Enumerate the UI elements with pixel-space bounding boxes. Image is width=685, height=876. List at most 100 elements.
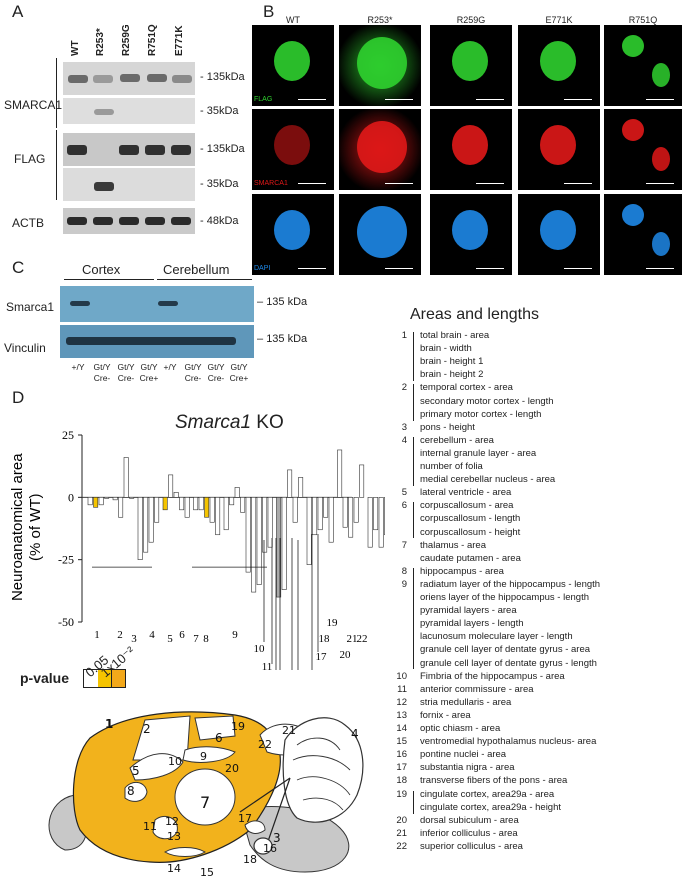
kda-label: - 35kDa	[200, 178, 239, 190]
brain-label: 12	[165, 815, 179, 828]
micrograph-0-3	[518, 25, 600, 106]
bar	[168, 474, 174, 498]
brain-label: 22	[258, 738, 272, 751]
area-bracket	[413, 790, 414, 814]
channel-label: SMARCA1	[254, 180, 288, 187]
condition-label: WT	[286, 15, 300, 25]
bar	[342, 497, 348, 528]
legend-swatch-yellow	[98, 669, 112, 688]
group-label: 1	[94, 629, 100, 641]
brain-label: 19	[231, 720, 245, 733]
brain-label: 1	[105, 717, 113, 731]
area-number: 12	[396, 696, 407, 708]
bar	[198, 497, 204, 511]
area-item: cingulate cortex, area29a - height	[420, 801, 562, 813]
area-item: caudate putamen - area	[420, 552, 521, 564]
group-label: 5	[167, 633, 173, 645]
group-label: 4	[149, 629, 155, 641]
area-item: cerebellum - area	[420, 434, 494, 446]
panel-a-letter: A	[12, 2, 24, 21]
area-bracket	[413, 384, 414, 421]
area-item: fornix - area	[420, 709, 471, 721]
panel-c-letter: C	[12, 258, 25, 277]
bar	[229, 497, 235, 506]
area-number: 3	[401, 421, 407, 433]
bar	[262, 497, 268, 553]
lane-label: R259G	[121, 24, 132, 56]
bar	[215, 497, 221, 536]
micrograph-1-2	[430, 109, 512, 190]
brain-schematic: 1 2 3 4 5 6 7 8 9 10 11 12 13 14 15 16 1…	[48, 711, 364, 876]
bar	[337, 449, 343, 498]
cerebellum-underline	[157, 279, 252, 280]
area-item: dorsal subiculum - area	[420, 814, 519, 826]
channel-label: FLAG	[254, 96, 273, 103]
area-item: lacunosum moleculare layer - length	[420, 631, 573, 643]
group-label: 8	[203, 633, 209, 645]
panel-b-letter: B	[263, 2, 275, 21]
blot-smarca1-135	[63, 62, 195, 95]
bar	[373, 497, 379, 531]
bar	[184, 497, 190, 518]
area-number: 2	[401, 382, 407, 394]
bar	[292, 497, 298, 523]
flag-bracket	[56, 130, 57, 200]
brain-label: 13	[167, 830, 181, 843]
group-label: 19	[327, 617, 339, 629]
area-item: internal granule layer - area	[420, 447, 537, 459]
kda-label: - 135kDa	[200, 143, 245, 155]
micrograph-0-4	[604, 25, 682, 106]
bar	[267, 497, 273, 548]
area-number: 22	[396, 840, 407, 852]
lane-label: E771K	[174, 25, 185, 56]
genotype-label: Gt/Y Cre-	[184, 362, 202, 383]
area-item: medial cerebellar nucleus - area	[420, 474, 556, 486]
brain-label: 8	[127, 784, 135, 798]
bar	[98, 497, 104, 506]
brain-label: 16	[263, 842, 277, 855]
bar	[240, 497, 246, 513]
brain-label: 6	[215, 731, 223, 745]
genotype-label: Gt/Y Cre+	[229, 362, 249, 383]
area-number: 9	[401, 578, 407, 590]
bar	[312, 497, 318, 536]
genotype-label: Gt/Y Cre-	[207, 362, 225, 383]
y-tick-label: 0	[68, 490, 74, 504]
bar	[348, 497, 354, 538]
area-bracket	[413, 502, 414, 539]
y-axis-label-unit: (% of WT)	[27, 494, 44, 561]
micrograph-0-0: FLAG	[252, 25, 334, 106]
bar	[223, 497, 229, 531]
smarca1-bracket	[56, 58, 57, 128]
group-label: 9	[232, 629, 238, 641]
group-label: 22	[357, 633, 368, 645]
micrograph-1-3	[518, 109, 600, 190]
condition-label: R253*	[367, 15, 393, 25]
kda-label: - 48kDa	[200, 215, 239, 227]
bar	[276, 497, 282, 598]
bar	[173, 492, 179, 498]
bar	[137, 497, 143, 560]
genotype-label: +/Y	[163, 362, 177, 372]
y-tick-label: 25	[62, 428, 74, 442]
brain-label: 4	[351, 727, 359, 741]
area-item: radiatum layer of the hippocampus - leng…	[420, 578, 601, 590]
area-number: 8	[401, 565, 407, 577]
area-item: brain - height 1	[420, 356, 484, 368]
bar	[112, 497, 118, 501]
blot-actb	[63, 208, 195, 234]
bar	[256, 497, 262, 585]
area-item: pyramidal layers - length	[420, 618, 524, 630]
y-axis-label: Neuroanatomical area	[9, 453, 26, 601]
cortex-underline	[64, 279, 154, 280]
genotype-label: Gt/Y Cre-	[117, 362, 135, 383]
bar	[118, 497, 124, 518]
brain-label: 17	[238, 812, 252, 825]
genotype-label: Gt/Y Cre+	[139, 362, 159, 383]
group-label: 17	[316, 651, 328, 663]
bar	[251, 497, 257, 593]
area-item: substantia nigra - area	[420, 762, 515, 774]
condition-label: R259G	[456, 15, 486, 25]
vinculin-row-label: Vinculin	[4, 341, 46, 355]
